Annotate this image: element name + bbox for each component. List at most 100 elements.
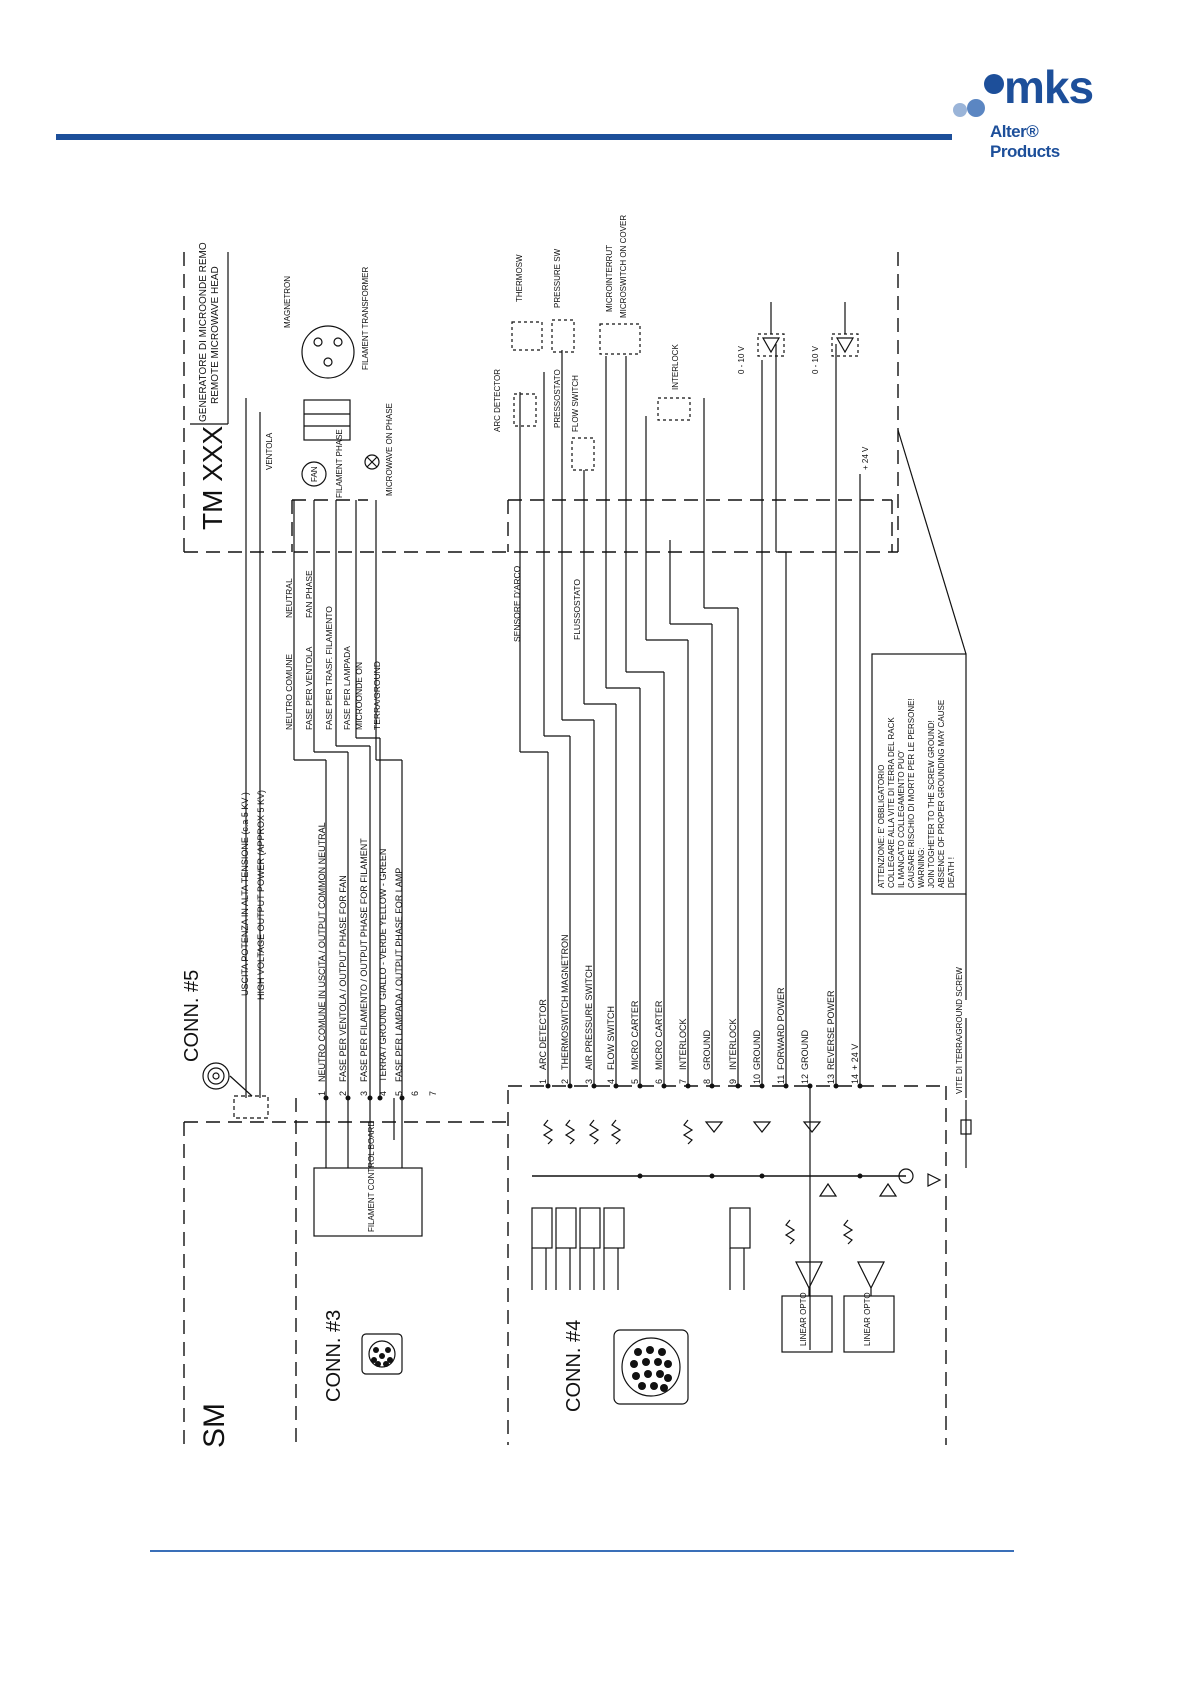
frame-lines [183,252,947,1445]
conn3-pin-num: 2 [338,1091,348,1096]
conn3-pin-num: 6 [410,1091,420,1096]
conn3-pin-label: NEUTRO COMUNE IN USCITA / OUTPUT COMMON … [317,822,327,1082]
tm-switches [511,319,859,471]
triangle-fwd [761,337,781,354]
conn4-pin-num: 10 [752,1074,762,1084]
tm-fan-en: FAN PHASE [304,570,314,618]
head-label-en: REMOTE MICROWAVE HEAD [210,266,221,404]
triangle-rev [835,337,855,354]
warning-line: WARNING: [917,847,926,888]
tm-lamp-en: MICROONDE ON [354,662,364,730]
warning-line: ATTENZIONE: E' OBBLIGATORIO [877,765,886,888]
fan-label: FAN [310,466,319,482]
filament-transformer-icon [303,399,351,441]
microswitch-label: MICROSWITCH ON COVER [619,215,628,318]
conn4-pin-label: INTERLOCK [728,1018,738,1070]
linear-opto-1 [781,1295,833,1353]
conn3-pin-label: FASE PER LAMPADA / OUTPUT PHASE FOR LAMP [394,868,404,1082]
sm-label: SM [198,1403,231,1448]
conn4-pin-num: 2 [560,1079,570,1084]
conn3-socket-pins [371,1347,393,1367]
conn4-pin-num: 13 [826,1074,836,1084]
linear-opto-2 [843,1295,895,1353]
conn4-pin-num: 11 [776,1075,786,1084]
tm-label: TM XXX [197,425,228,530]
conn3-pin-label: FASE PER VENTOLA / OUTPUT PHASE FOR FAN [338,875,348,1082]
conn4-pin-num: 3 [584,1079,594,1084]
logo-word: mks [1004,61,1094,113]
warning-line: IL MANCATO COLLEGAMENTO PUO' [897,750,906,888]
conn4-pin-num: 12 [800,1074,810,1084]
magnetron-label: MAGNETRON [283,276,292,328]
warning-line: ABSENCE OF PROPER GROUNDING MAY CAUSE [937,700,946,888]
warning-line: JOIN TOGHETER TO THE SCREW GROUND! [927,720,936,888]
conn4-pin-label: FLOW SWITCH [606,1006,616,1070]
microinterrut-label: MICROINTERRUT [605,245,614,312]
conn3-pin-num: 5 [394,1091,404,1096]
conn4-pin-num: 9 [728,1079,738,1084]
conn3-pin-num: 3 [359,1091,369,1096]
head-label-it: GENERATORE DI MICROONDE REMO [198,242,209,422]
pressostato-label: PRESSOSTATO [553,369,562,428]
fan-icon [301,461,327,487]
v24-label: + 24 V [861,446,870,470]
conn4-title: CONN. #4 [563,1320,585,1412]
warning-text: ATTENZIONE: E' OBBLIGATORIO COLLEGARE AL… [877,698,956,888]
warning-line: CAUSARE RISCHIO DI MORTE PER LE PERSONE! [907,698,916,888]
conn4-pin-label: ARC DETECTOR [538,999,548,1070]
conn4-pin-num: 1 [538,1079,548,1084]
logo-subtitle: Alter® Products [990,122,1060,161]
conn4-pin-label: + 24 V [850,1044,860,1070]
filament-phase-label: FILAMENT PHASE [335,429,344,498]
lamp-icon [364,454,380,470]
tm-lamp-it: FASE PER LAMPADA [342,646,352,730]
conn3-pin-num: 4 [378,1091,388,1096]
v010-label: 0 - 10 V [737,345,746,374]
conn4-wires [519,344,861,1350]
tm-ground-it: TERRA/GROUND [372,661,382,730]
conn4-pin-num: 4 [606,1079,616,1084]
conn4-pin-label: GROUND [702,1030,712,1070]
warning-line: COLLEGARE ALLA VITE DI TERRA DEL RACK [887,717,896,888]
conn3-title: CONN. #3 [323,1310,345,1402]
conn3-pin-extra: GIALLO - VERDE YELLOW - GREEN [378,849,388,1000]
conn5-label-it: USCITA POTENZA IN ALTA TENSIONE (c.a 5 K… [240,792,250,996]
pressure-sw-label: PRESSURE SW [553,248,562,308]
conn3-pin-num: 7 [428,1091,438,1096]
conn4-socket-icon [613,1329,689,1405]
conn4-pin-label: INTERLOCK [678,1018,688,1070]
filament-board-label: FILAMENT CONTROL BOARD [367,1121,376,1232]
amplifier-1 [795,1261,823,1290]
mw-on-label: MICROWAVE ON PHASE [385,403,394,496]
conn4-pin-num: 6 [654,1079,664,1084]
warning-box [871,653,967,895]
magnetron-icon [301,325,355,379]
tm-filament-it: FASE PER TRASF. FILAMENTO [324,606,334,730]
tm-neutral-en: NEUTRAL [284,578,294,618]
thermosw-label: THERMOSW [515,254,524,302]
filament-control-board [313,1167,423,1237]
conn3-wires [293,500,403,1168]
conn4-pin-label: REVERSE POWER [826,990,836,1070]
conn4-pin-num: 5 [630,1079,640,1084]
conn4-pin-label: THERMOSWITCH MAGNETRON [560,935,570,1071]
opto-blocks [531,1207,751,1290]
tm-flow-label: FLUSSOSTATO [572,579,582,640]
tm-neutral-it: NEUTRO COMUNE [284,654,294,730]
interlock-label: INTERLOCK [671,344,680,390]
conn4-pin-label: MICRO CARTER [654,1000,664,1070]
footer-rule [150,1550,1014,1552]
arc-detector-label: ARC DETECTOR [493,369,502,432]
conn5-label-en: HIGH VOLTAGE OUTPUT POWER (APPROX 5 KV) [256,790,266,1000]
warning-line: DEATH ! [947,857,956,888]
conn4-pin-label: GROUND [800,1030,810,1070]
flow-switch-label: FLOW SWITCH [571,375,580,432]
amplifier-2 [857,1261,885,1290]
linear-opto-label: LINEAR OPTO [863,1292,872,1346]
linear-opto-label: LINEAR OPTO [799,1292,808,1346]
tm-arc-label: SENSORE D'ARCO [512,565,522,642]
conn5-connector-icon [202,1062,230,1090]
conn4-pin-label: FORWARD POWER [776,987,786,1070]
